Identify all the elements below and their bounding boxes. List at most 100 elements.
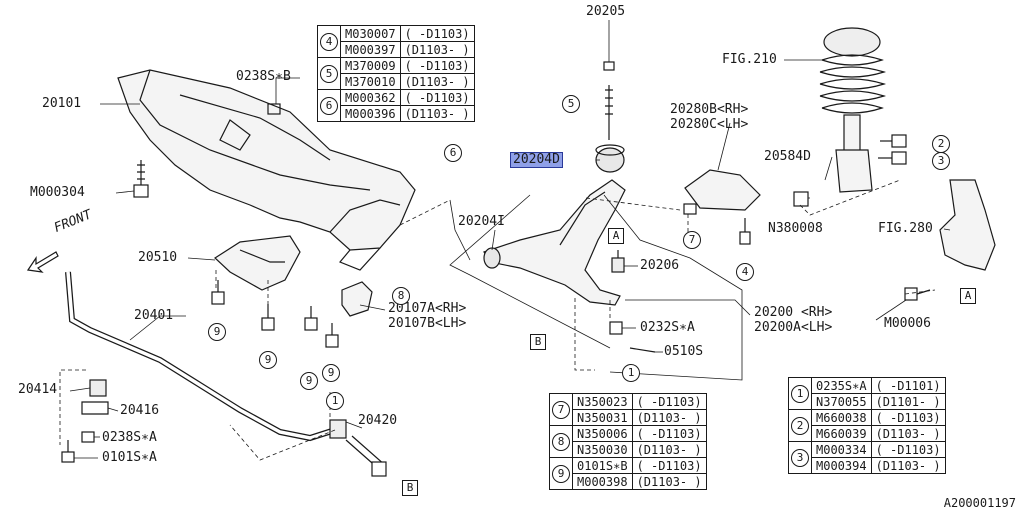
callout-20280b[interactable]: 20280B<RH>: [670, 102, 749, 117]
ref-circle-7[interactable]: 7: [683, 231, 701, 249]
nut-n380008[interactable]: [793, 191, 809, 207]
nut-0238s-a[interactable]: [81, 431, 95, 443]
ref-circle-2[interactable]: 2: [932, 135, 950, 153]
callout-20280c[interactable]: 20280C<LH>: [670, 117, 749, 132]
callout-20584d[interactable]: 20584D: [764, 149, 811, 164]
ref-circle-9a[interactable]: 9: [208, 323, 226, 341]
callout-0238s-a[interactable]: 0238S∗A: [102, 430, 157, 445]
ref-circle-6[interactable]: 6: [444, 144, 462, 162]
ref-circle-1b[interactable]: 1: [622, 364, 640, 382]
callout-20401[interactable]: 20401: [134, 308, 174, 323]
ref-box-a1[interactable]: A: [608, 228, 624, 244]
date-range: (D1103- ): [631, 409, 707, 426]
bushing-20204d[interactable]: [595, 144, 625, 173]
part-number[interactable]: M000362: [340, 89, 401, 106]
date-range: (D1103- ): [399, 41, 475, 58]
bracket-20510[interactable]: [214, 235, 301, 291]
part-number[interactable]: M000396: [340, 105, 401, 122]
callout-20107b[interactable]: 20107B<LH>: [388, 316, 467, 331]
nut-0232s-a[interactable]: [609, 321, 623, 335]
bracket-20107[interactable]: [341, 281, 373, 317]
callout-20101[interactable]: 20101: [42, 96, 82, 111]
knuckle-fig280[interactable]: [939, 179, 996, 271]
ref-box-a2[interactable]: A: [960, 288, 976, 304]
bolt-m00006[interactable]: [904, 287, 931, 301]
ref-circle-5[interactable]: 5: [562, 95, 580, 113]
callout-0101s-a[interactable]: 0101S∗A: [102, 450, 157, 465]
callout-20205[interactable]: 20205: [586, 4, 626, 19]
stabilizer-link-20420[interactable]: [329, 419, 387, 477]
front-crossmember-20101[interactable]: [117, 69, 416, 271]
nut-0238s-b[interactable]: [267, 103, 281, 115]
ball-joint-20206[interactable]: [611, 250, 625, 273]
part-number[interactable]: 0101S∗B: [572, 457, 633, 474]
callout-20204i[interactable]: 20204I: [458, 214, 505, 229]
parts-table-top: 4 M030007( -D1103) M000397(D1103- ) 5 M3…: [317, 25, 475, 122]
callout-20510[interactable]: 20510: [138, 250, 178, 265]
callout-n380008[interactable]: N380008: [768, 221, 823, 236]
part-number[interactable]: 0235S∗A: [811, 377, 872, 394]
strut-fig210[interactable]: [819, 27, 887, 193]
date-range: ( -D1103): [399, 25, 475, 42]
callout-20416[interactable]: 20416: [120, 403, 160, 418]
part-number[interactable]: M000397: [340, 41, 401, 58]
part-number[interactable]: N350031: [572, 409, 633, 426]
part-number[interactable]: M000398: [572, 473, 633, 490]
bolt-20205[interactable]: [603, 61, 615, 140]
ref-box-b2[interactable]: B: [402, 480, 418, 496]
callout-20414[interactable]: 20414: [18, 382, 58, 397]
part-number[interactable]: N350006: [572, 425, 633, 442]
part-number[interactable]: M030007: [340, 25, 401, 42]
callout-m000304[interactable]: M000304: [30, 185, 85, 200]
part-number[interactable]: M000394: [811, 457, 872, 474]
date-range: ( -D1103): [399, 57, 475, 74]
part-number[interactable]: N350023: [572, 393, 633, 410]
part-number[interactable]: N350030: [572, 441, 633, 458]
callout-20206[interactable]: 20206: [640, 258, 680, 273]
callout-20200a[interactable]: 20200A<LH>: [754, 320, 833, 335]
table-key-2: 2: [791, 416, 809, 435]
callout-20107a[interactable]: 20107A<RH>: [388, 301, 467, 316]
clamp-20416[interactable]: [81, 401, 109, 415]
date-range: (D1103- ): [870, 425, 946, 442]
part-number[interactable]: N370055: [811, 393, 872, 410]
parts-table-right: 1 0235S∗A( -D1101) N370055(D1101- ) 2 M6…: [788, 377, 946, 474]
ref-circle-9b[interactable]: 9: [259, 351, 277, 369]
bolt-0101s-a[interactable]: [61, 440, 75, 463]
ref-circle-3[interactable]: 3: [932, 152, 950, 170]
callout-0232s-a[interactable]: 0232S∗A: [640, 320, 695, 335]
callout-0510s[interactable]: 0510S: [664, 344, 704, 359]
part-number[interactable]: M000334: [811, 441, 872, 458]
callout-20204d-highlighted[interactable]: 20204D: [510, 152, 563, 168]
part-number[interactable]: M370010: [340, 73, 401, 90]
table-key-8: 8: [552, 432, 570, 451]
ref-circle-1a[interactable]: 1: [326, 392, 344, 410]
bracket-20280[interactable]: [684, 169, 761, 211]
callout-20420[interactable]: 20420: [358, 413, 398, 428]
part-number[interactable]: M660039: [811, 425, 872, 442]
bolt-m000304[interactable]: [133, 160, 149, 198]
callout-fig210[interactable]: FIG.210: [722, 52, 777, 67]
ref-circle-8[interactable]: 8: [392, 287, 410, 305]
table-key-5: 5: [320, 64, 338, 83]
table-key-7: 7: [552, 400, 570, 419]
ref-circle-9d[interactable]: 9: [322, 364, 340, 382]
bushing-20414[interactable]: [89, 379, 107, 397]
bolt-4[interactable]: [739, 218, 751, 245]
bushing-20204i[interactable]: [483, 247, 501, 269]
callout-0238s-b[interactable]: 0238S∗B: [236, 69, 291, 84]
ref-circle-4[interactable]: 4: [736, 263, 754, 281]
callout-fig280[interactable]: FIG.280: [878, 221, 933, 236]
callout-m00006[interactable]: M00006: [884, 316, 931, 331]
ref-circle-9c[interactable]: 9: [300, 372, 318, 390]
bolts-2-3[interactable]: [878, 134, 907, 165]
bolts-9[interactable]: [211, 280, 339, 348]
cotter-pin-0510s[interactable]: [629, 347, 656, 353]
callout-20200[interactable]: 20200 <RH>: [754, 305, 833, 320]
ref-box-b1[interactable]: B: [530, 334, 546, 350]
nut-7[interactable]: [683, 203, 697, 215]
part-number[interactable]: M660038: [811, 409, 872, 426]
part-number[interactable]: M370009: [340, 57, 401, 74]
lower-arm-20200[interactable]: [483, 179, 626, 306]
